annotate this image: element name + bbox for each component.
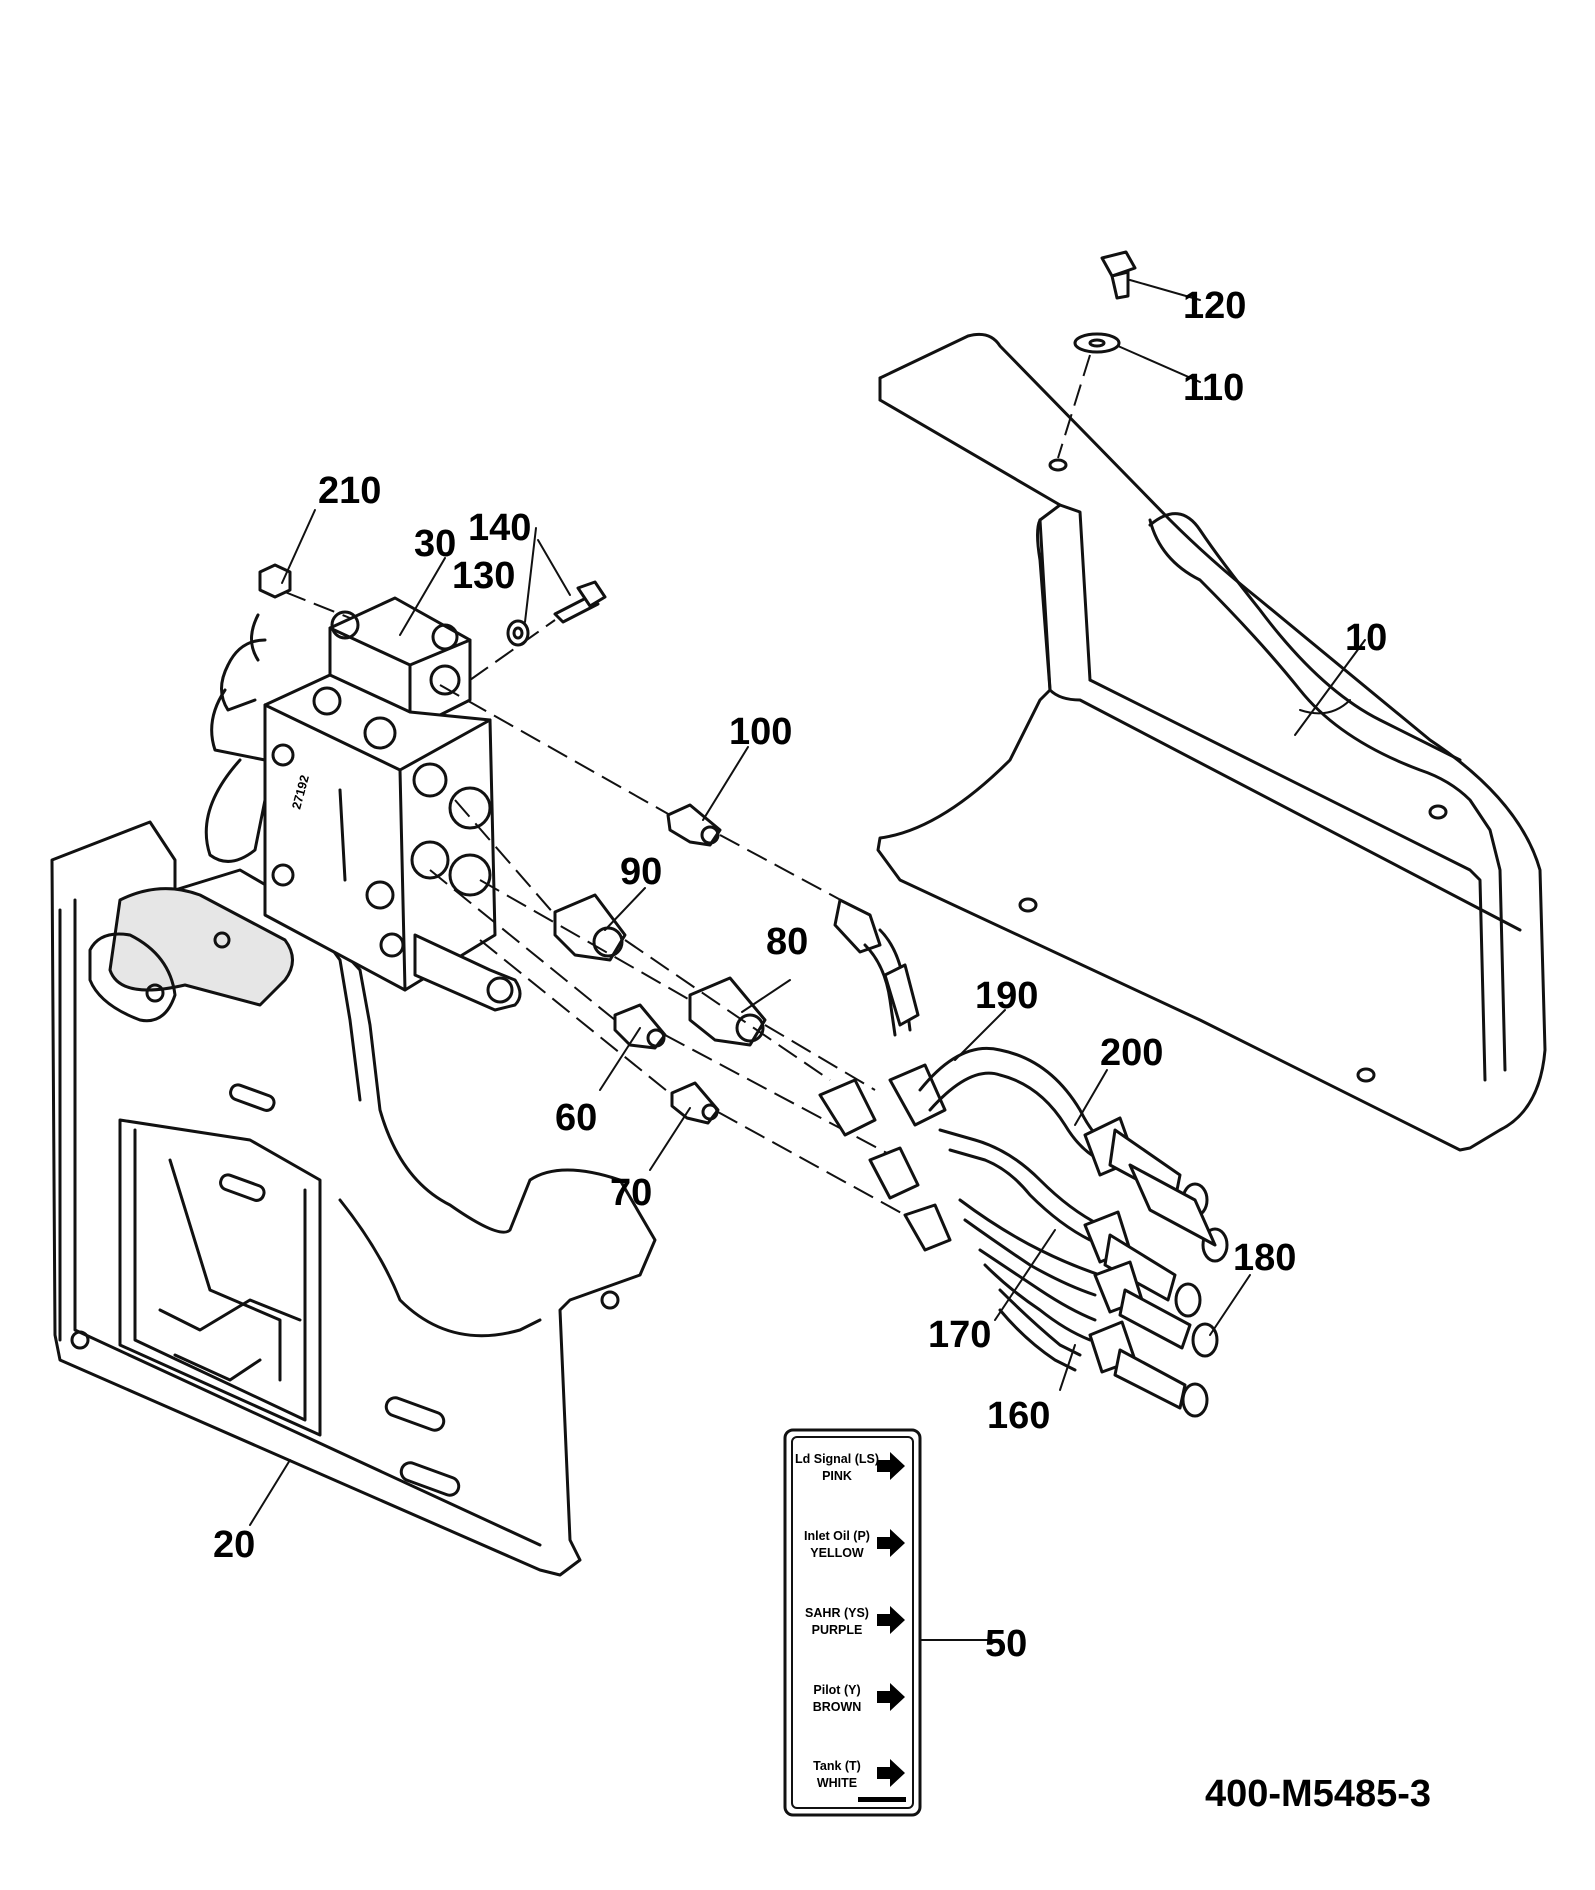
callout-10: 10 [1345, 617, 1387, 659]
callout-60: 60 [555, 1097, 597, 1139]
part-80-fitting [688, 976, 767, 1047]
decal-row-color: WHITE [817, 1776, 857, 1790]
part-110-washer [1057, 332, 1121, 459]
hose-assembly [818, 898, 1229, 1418]
callout-210: 210 [318, 470, 381, 512]
decal-row-label: Ld Signal (LS) [795, 1452, 879, 1466]
callout-30: 30 [414, 523, 456, 565]
leader-lines [249, 279, 1366, 1641]
callout-50: 50 [985, 1623, 1027, 1665]
callout-20: 20 [213, 1524, 255, 1566]
decal-row: Pilot (Y) BROWN [813, 1683, 905, 1714]
decal-row-color: YELLOW [810, 1546, 864, 1560]
callout-180: 180 [1233, 1237, 1296, 1279]
arrow-right-icon [877, 1759, 905, 1787]
decal-row: Tank (T) WHITE [813, 1759, 905, 1790]
part-90-fitting [553, 893, 627, 962]
callout-70: 70 [610, 1172, 652, 1214]
part-20-mounting-plate [50, 820, 657, 1577]
assembly-dashed-lines [429, 684, 906, 1216]
decal-row-label: Inlet Oil (P) [804, 1529, 870, 1543]
part-210-plug [258, 563, 351, 619]
drawing-number: 400-M5485-3 [1205, 1773, 1431, 1815]
callout-80: 80 [766, 921, 808, 963]
callout-160: 160 [987, 1395, 1050, 1437]
part-30-valve-block: 27192 [204, 596, 522, 1012]
decal-part-number-mark [858, 1797, 906, 1802]
callout-130: 130 [452, 555, 515, 597]
decal-row: Inlet Oil (P) YELLOW [804, 1529, 905, 1560]
decal-row-color: PURPLE [812, 1623, 863, 1637]
callout-100: 100 [729, 711, 792, 753]
part-140-bolt [469, 580, 607, 681]
decal-row-color: BROWN [813, 1700, 862, 1714]
part-60-fitting [613, 1003, 667, 1050]
part-130-washer [506, 619, 530, 647]
callout-170: 170 [928, 1314, 991, 1356]
part-100-fitting [666, 803, 722, 847]
decal-row-label: SAHR (YS) [805, 1606, 869, 1620]
callout-labels: 120 110 10 210 30 140 130 100 90 80 190 … [213, 285, 1387, 1665]
callout-110: 110 [1183, 367, 1244, 409]
callout-90: 90 [620, 851, 662, 893]
decal-row: Ld Signal (LS) PINK [795, 1452, 905, 1483]
part-10-cover-guard [876, 332, 1547, 1152]
callout-200: 200 [1100, 1032, 1163, 1074]
callout-140: 140 [468, 507, 531, 549]
part-70-fitting [670, 1081, 720, 1125]
part-50-decal: Ld Signal (LS) PINK Inlet Oil (P) YELLOW… [783, 1428, 922, 1817]
arrow-right-icon [877, 1683, 905, 1711]
decal-row-label: Tank (T) [813, 1759, 861, 1773]
callout-120: 120 [1183, 285, 1246, 327]
arrow-right-icon [877, 1606, 905, 1634]
arrow-right-icon [877, 1529, 905, 1557]
decal-row-label: Pilot (Y) [813, 1683, 860, 1697]
arrow-right-icon [877, 1452, 905, 1480]
callout-190: 190 [975, 975, 1038, 1017]
part-120-bolt [1100, 250, 1137, 300]
decal-row: SAHR (YS) PURPLE [805, 1606, 905, 1637]
decal-row-color: PINK [822, 1469, 852, 1483]
